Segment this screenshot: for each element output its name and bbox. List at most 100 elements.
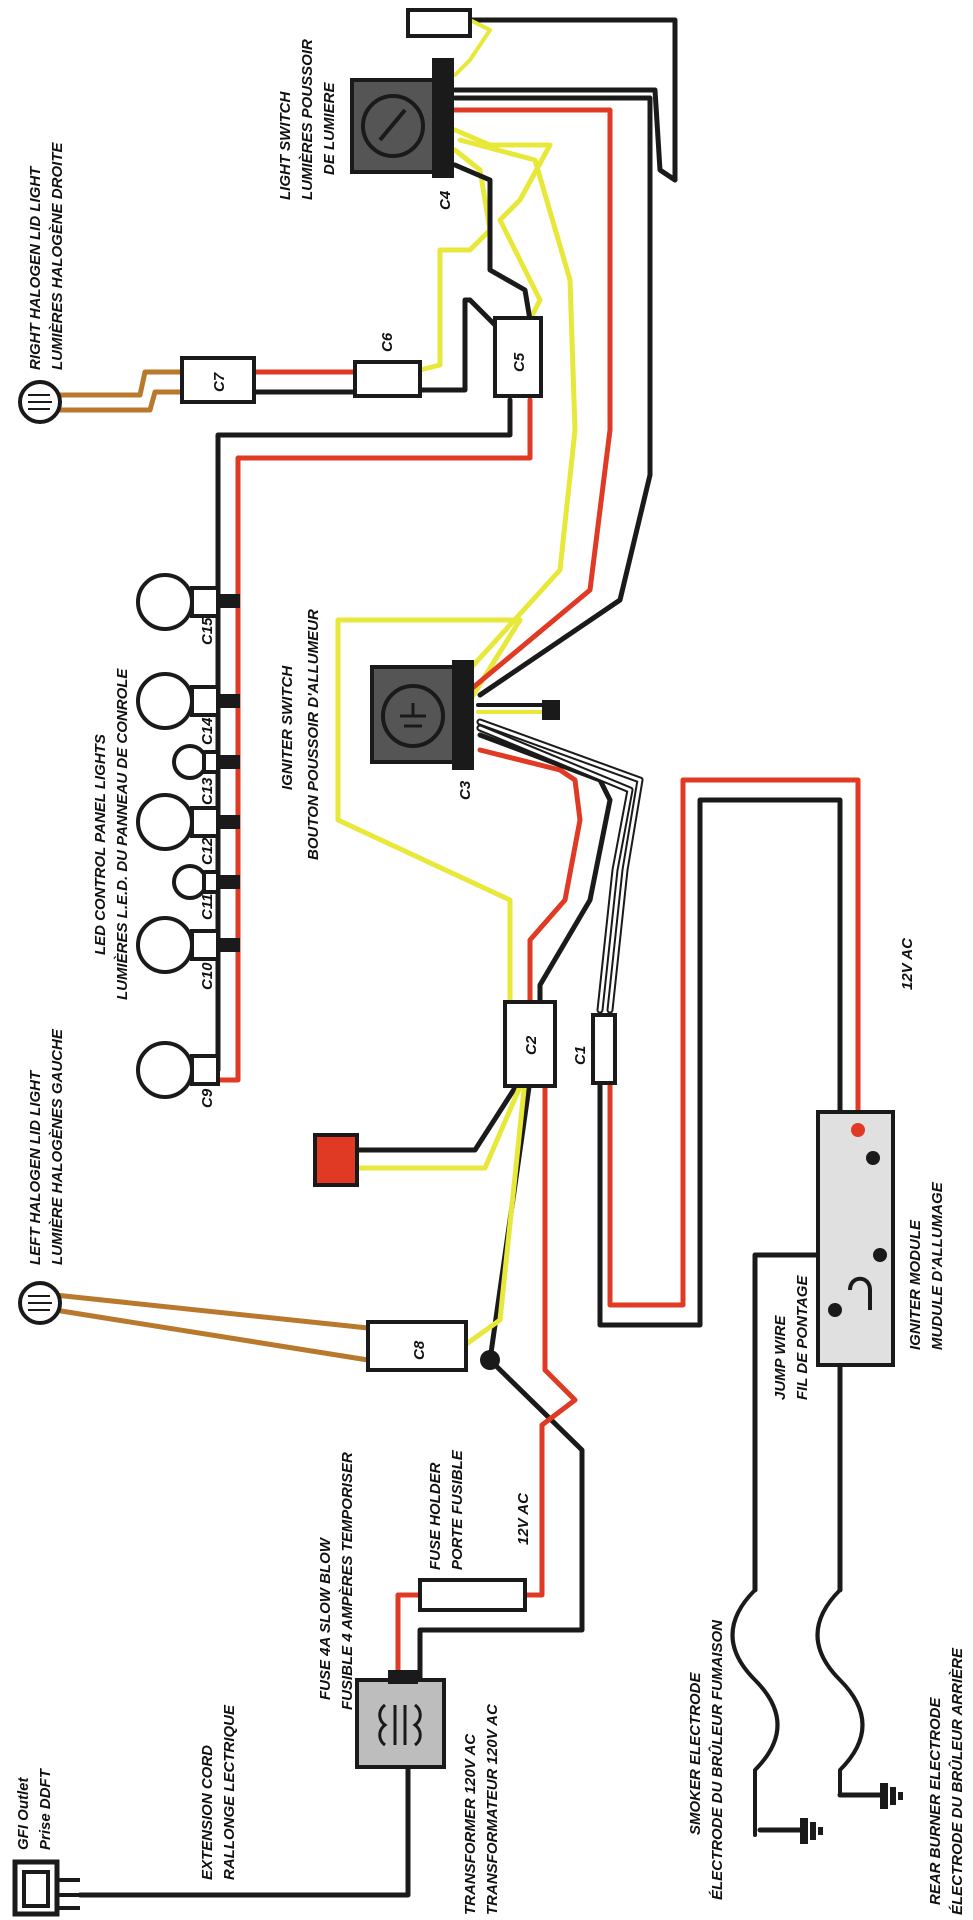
label-c15: C15 — [199, 617, 216, 645]
c3-c4-red-wire — [452, 107, 613, 693]
right-lid-brown-wire-1 — [52, 369, 188, 398]
rear-burner-label-en: REAR BURNER ELECTRODE — [927, 1696, 944, 1905]
c3-c4-yellow-wire — [457, 137, 578, 683]
igniter-module-label-en: IGNITER MODULE — [907, 1219, 924, 1350]
c2-box — [503, 1000, 557, 1088]
transformer — [355, 1670, 446, 1769]
c5-c6-black-wire — [417, 297, 503, 393]
c6-box — [353, 360, 422, 398]
led-panel-label-fr: LUMIÈRES L.E.D. DU PANNEAU DE CONROLE — [114, 668, 131, 1000]
label-c8: C8 — [411, 1340, 428, 1360]
c1-black-loop-wire — [597, 797, 843, 1328]
label-c5: C5 — [511, 352, 528, 372]
c5-led-red-bus — [217, 397, 533, 1083]
transformer-red-wire — [395, 1592, 423, 1683]
right-lid-brown-wire-2 — [52, 389, 188, 413]
fuse-holder-box — [418, 1578, 527, 1612]
smoker-label-fr: ÉLECTRODE DU BRÛLEUR FUMAISON — [708, 1619, 726, 1900]
led-panel-label-en: LED CONTROL PANEL LIGHTS — [92, 734, 109, 955]
light-switch — [350, 58, 454, 178]
transformer-label-fr: TRANSFORMATEUR 120V AC — [484, 1703, 501, 1915]
igniter-module — [816, 1110, 895, 1367]
left-halogen-lid-light — [18, 1281, 62, 1325]
ground-symbol-rear — [880, 1783, 903, 1809]
igniter-switch-label-fr: BOUTON POUSSOIR D'ALLUMEUR — [305, 609, 322, 860]
label-c7: C7 — [211, 372, 228, 392]
led-bulb-c15 — [136, 573, 240, 631]
transformer-black-wire — [417, 1357, 585, 1683]
c3-c4-black-wire — [452, 95, 653, 698]
c4-black-feed-wire — [452, 17, 678, 183]
right-lid-label-en: RIGHT HALOGEN LID LIGHT — [27, 165, 44, 370]
label-c9: C9 — [199, 1088, 216, 1108]
gfi-label-en: GFI Outlet — [15, 1777, 32, 1851]
jump-wire-label-fr: FIL DE PONTAGE — [794, 1275, 811, 1400]
c4-c5-yellow-wire — [452, 127, 553, 333]
left-lid-brown-wire-2 — [52, 1307, 371, 1363]
c8-yellow-wire — [462, 1077, 528, 1348]
light-switch-label-en: LIGHT SWITCH — [277, 91, 294, 200]
c4-c6-yellow-wire — [417, 147, 493, 373]
fuse-label-en: FUSE 4A SLOW BLOW — [317, 1536, 334, 1700]
rear-burner-coil — [815, 1588, 865, 1797]
c3-stub-cap — [542, 700, 560, 720]
c7-box — [180, 356, 256, 404]
extension-cord-wire — [77, 1747, 411, 1898]
rear-burner-label-fr: ÉLECTRODE DU BRÛLEUR ARRIÈRE — [948, 1647, 966, 1915]
led-bulb-c11 — [172, 864, 240, 900]
led-bulb-c14 — [136, 672, 240, 730]
fuse-label-fr: FUSIBLE 4 AMPÈRES TEMPORISER — [339, 1452, 356, 1710]
gfi-label-fr: Prise DDFT — [37, 1767, 54, 1850]
connector-boxes — [180, 8, 617, 1612]
label-c12: C12 — [199, 837, 216, 865]
ac-label-top: 12V AC — [899, 937, 916, 990]
light-switch-label-fr-2: DE LUMIERE — [321, 82, 338, 176]
left-lid-brown-wire-1 — [52, 1292, 371, 1331]
left-lid-label-fr: LUMIÈRE HALOGÈNES GAUCHE — [49, 1028, 66, 1265]
label-c1: C1 — [572, 1046, 589, 1065]
left-lid-label-en: LEFT HALOGEN LID LIGHT — [27, 1069, 44, 1265]
right-halogen-lid-light — [18, 380, 62, 424]
c3-yellow-loop-wire — [335, 617, 523, 1003]
ground-symbol-smoker — [800, 1818, 823, 1844]
wires — [52, 17, 883, 1898]
led-panel-lights — [136, 573, 240, 1099]
jump-wire-label-en: JUMP WIRE — [772, 1315, 789, 1400]
c3-white-wire-2-core — [478, 720, 642, 1012]
fuse-red-wire — [522, 1047, 578, 1598]
red-terminal-black-wire — [352, 1077, 523, 1153]
c8-box — [366, 1320, 468, 1372]
fuse-holder-label-fr: PORTE FUSIBLE — [449, 1449, 466, 1570]
gfi-outlet — [12, 1859, 80, 1917]
label-c4: C4 — [437, 190, 454, 210]
igniter-module-label-fr: MUDULE D'ALLUMAGE — [929, 1181, 946, 1350]
c1-red-loop-wire — [607, 777, 861, 1308]
red-terminal-box — [313, 1133, 359, 1187]
led-bulb-c10 — [136, 916, 240, 974]
led-bulb-c13 — [172, 744, 240, 780]
transformer-label-en: TRANSFORMER 120V AC — [462, 1733, 479, 1915]
fuse-holder-label-en: FUSE HOLDER — [427, 1462, 444, 1570]
c2-c3-red-wire — [477, 747, 583, 1003]
c5-box — [493, 316, 543, 398]
wire-junction — [480, 1350, 500, 1370]
igniter-switch — [370, 660, 474, 770]
igniter-switch-label-en: IGNITER SWITCH — [279, 665, 296, 790]
c1-box — [591, 1013, 617, 1085]
red-terminal-yellow-wire — [352, 1079, 525, 1171]
descriptive-labels: RIGHT HALOGEN LID LIGHT LUMIÈRES HALOGÈN… — [15, 39, 966, 1915]
label-c13: C13 — [199, 777, 216, 805]
ac-label-bottom: 12V AC — [515, 1492, 532, 1545]
ext-label-en: EXTENSION CORD — [199, 1745, 216, 1880]
label-c11: C11 — [199, 894, 216, 920]
connector-labels: C7 C6 C5 C4 C3 C2 C1 C8 C9 C10 C11 C12 C… — [199, 190, 589, 1360]
c3-white-wire-1-core — [478, 726, 632, 1012]
ext-label-fr: RALLONGE LECTRIQUE — [221, 1704, 238, 1880]
c4-c5-black-wire — [452, 162, 533, 323]
led-bulb-c9 — [136, 1041, 220, 1099]
light-switch-label-fr-1: LUMIÈRES POUSSOIR — [299, 39, 316, 200]
top-switch-box — [406, 8, 472, 38]
label-c6: C6 — [379, 332, 396, 352]
smoker-electrode-coil — [730, 1588, 780, 1837]
